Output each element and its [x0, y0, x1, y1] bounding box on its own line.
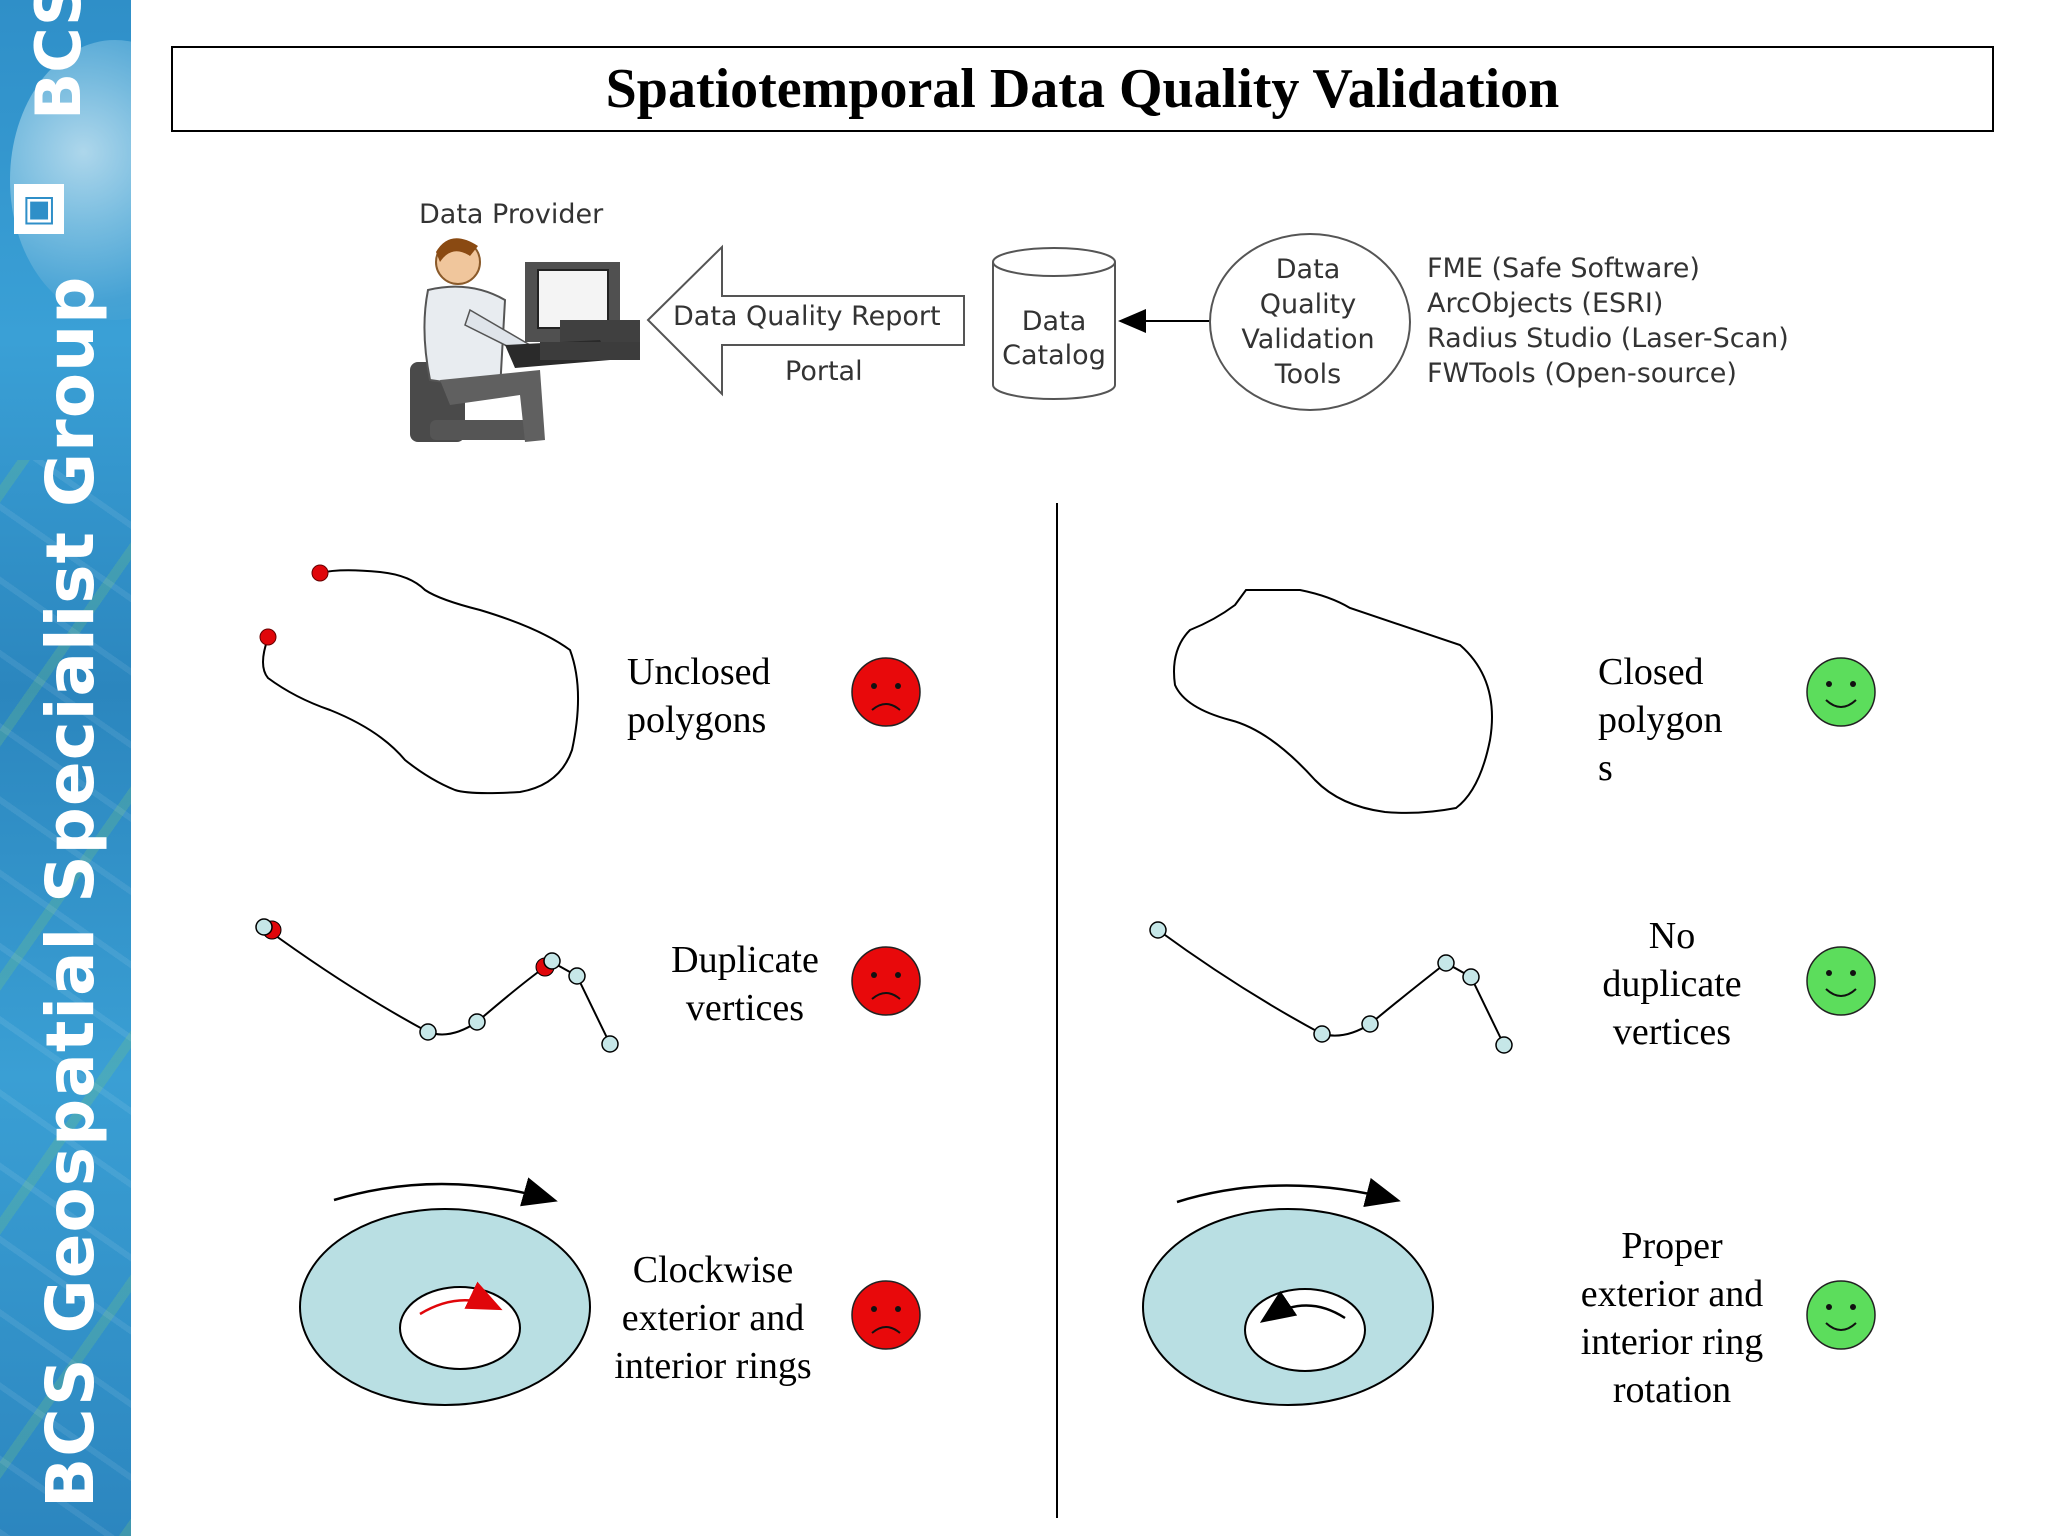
map-background-graphic: [0, 460, 131, 1536]
tool-item-arcobjects: ArcObjects (ESRI): [1427, 288, 1663, 319]
proper-rotation-label: Proper exterior and interior ring rotati…: [1552, 1222, 1792, 1414]
data-catalog-cylinder: [992, 247, 1116, 400]
vertex-4: [1437, 954, 1455, 972]
no-duplicate-label-line-3: vertices: [1612, 1011, 1732, 1053]
report-arrow-shape: [646, 244, 965, 397]
clockwise-label-line-1: Clockwise: [632, 1249, 794, 1291]
tool-item-fme: FME (Safe Software): [1427, 253, 1700, 284]
exterior-rotation-arrow: [1176, 1177, 1401, 1208]
closed-label-line-1: Closed: [1598, 651, 1704, 693]
clockwise-label-line-3: interior rings: [614, 1345, 812, 1387]
bcs-logo-icon: ▣: [14, 184, 64, 234]
portal-label: Portal: [785, 356, 863, 387]
unclosed-label: Unclosed polygons: [627, 648, 771, 744]
data-provider-figure: [410, 238, 640, 442]
vertex-3: [1361, 1015, 1379, 1033]
no-duplicate-label-line-2: duplicate: [1602, 963, 1742, 1005]
tools-label-1: Data: [1276, 254, 1340, 285]
interior-clockwise-arrow: [419, 1281, 503, 1316]
duplicate-label: Duplicate vertices: [650, 936, 840, 1032]
bad-polyline-shape: [264, 927, 611, 1045]
closed-label-line-2: polygon: [1598, 699, 1723, 741]
vertex-2: [1313, 1025, 1331, 1043]
closed-label: Closed polygon s: [1598, 648, 1723, 792]
sad-face-icon: [851, 657, 921, 727]
no-duplicate-label: No duplicate vertices: [1572, 912, 1772, 1056]
vertex-5: [1462, 968, 1480, 986]
duplicate-label-line-1: Duplicate: [671, 939, 819, 981]
tool-item-fwtools: FWTools (Open-source): [1427, 358, 1737, 389]
vertex-1: [1149, 921, 1167, 939]
validation-tools-ellipse: [1209, 233, 1411, 411]
slide-title: Spatiotemporal Data Quality Validation: [171, 46, 1994, 132]
happy-face-icon: [1806, 1280, 1876, 1350]
duplicate-label-line-2: vertices: [685, 987, 805, 1029]
vertex-2: [419, 1023, 437, 1041]
closed-label-line-3: s: [1598, 747, 1613, 789]
proper-rotation-label-line-3: interior ring: [1580, 1321, 1764, 1363]
interior-counterclockwise-arrow: [1259, 1290, 1346, 1323]
proper-rotation-label-line-2: exterior and: [1580, 1273, 1764, 1315]
vertex-4: [543, 952, 561, 970]
tool-item-radius-studio: Radius Studio (Laser-Scan): [1427, 323, 1789, 354]
unclosed-polygon-shape: [262, 569, 580, 795]
tools-label-3: Validation: [1241, 324, 1374, 355]
interior-ring-shape: [1244, 1288, 1366, 1372]
happy-face-icon: [1806, 657, 1876, 727]
provider-label: Data Provider: [419, 199, 604, 230]
proper-rotation-label-line-4: rotation: [1612, 1369, 1732, 1411]
catalog-label-1: Data: [1022, 306, 1086, 337]
exterior-rotation-arrow: [333, 1177, 558, 1207]
tools-label-2: Quality: [1260, 289, 1356, 320]
vertex-1: [255, 918, 273, 936]
unclosed-endpoint-1: [311, 564, 329, 582]
vertex-5: [568, 967, 586, 985]
sad-face-icon: [851, 1280, 921, 1350]
no-duplicate-label-line-1: No: [1648, 915, 1696, 957]
good-polyline-shape: [1157, 929, 1505, 1046]
catalog-label-2: Catalog: [1002, 340, 1106, 371]
vertex-3: [468, 1013, 486, 1031]
tools-label-4: Tools: [1274, 359, 1342, 390]
sad-face-icon: [851, 946, 921, 1016]
unclosed-label-line-1: Unclosed: [627, 651, 771, 693]
closed-polygon-shape: [1173, 589, 1493, 814]
vertex-6: [601, 1035, 619, 1053]
clockwise-label: Clockwise exterior and interior rings: [600, 1246, 826, 1390]
sidebar-banner: ▣ BCS BCS Geospatial Specialist Group: [0, 0, 131, 1536]
happy-face-icon: [1806, 946, 1876, 1016]
report-label: Data Quality Report: [673, 301, 941, 332]
unclosed-label-line-2: polygons: [627, 699, 767, 741]
clockwise-label-line-2: exterior and: [621, 1297, 805, 1339]
unclosed-endpoint-2: [259, 628, 277, 646]
vertex-6: [1495, 1036, 1513, 1054]
proper-rotation-label-line-1: Proper: [1621, 1225, 1723, 1267]
